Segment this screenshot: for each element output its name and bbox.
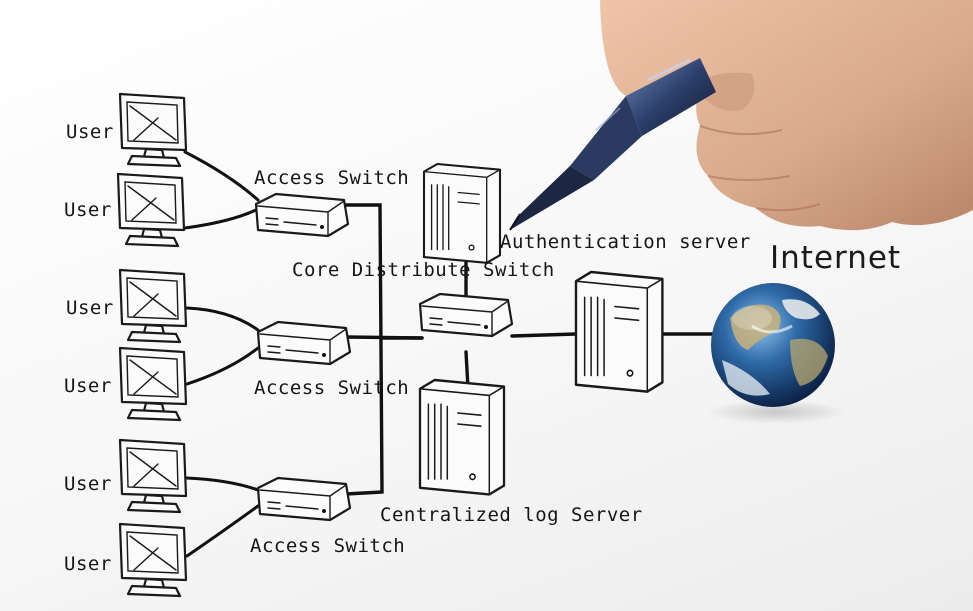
network-switch-icon [256,320,352,366]
server-tower-icon [418,378,506,496]
authentication-server [422,162,502,264]
monitor-icon [118,268,188,344]
label-core-switch: Core Distribute Switch [292,259,555,281]
network-switch-icon [254,192,350,238]
network-switch-icon [256,476,352,522]
monitor-icon [118,438,188,514]
label-auth-server: Authentication server [500,231,751,253]
label-access-switch-1: Access Switch [254,167,409,189]
label-access-switch-3: Access Switch [250,535,405,557]
user-workstations [116,92,188,598]
monitor-icon [118,92,188,168]
label-internet: Internet [770,240,901,276]
label-log-server: Centralized log Server [380,504,643,526]
label-user-5: User [64,473,112,495]
network-switch-icon [418,292,514,338]
access-switch-2 [256,320,352,366]
globe-icon [711,283,835,407]
monitor-icon [118,346,188,422]
pen-hand-icon [509,0,973,231]
firewall-server [574,270,664,393]
access-switch-3 [256,476,352,522]
label-user-6: User [64,553,112,575]
user-6 [118,522,188,598]
label-access-switch-2: Access Switch [254,377,409,399]
server-tower-icon [422,162,502,264]
user-1 [118,92,188,168]
access-switch-1 [254,192,350,238]
server-tower-icon [574,270,664,393]
access-switches [254,192,352,522]
internet-globe [706,283,846,424]
user-5 [118,438,188,514]
monitor-icon [116,172,186,248]
centralized-log-server [418,378,506,496]
diagram-labels: User User User User User User Access Swi… [64,121,901,575]
label-user-4: User [64,375,112,397]
monitor-icon [118,522,188,598]
network-links [183,150,718,558]
label-user-3: User [66,297,114,319]
label-user-2: User [64,199,112,221]
user-4 [118,346,188,422]
user-2 [116,172,186,248]
label-user-1: User [66,121,114,143]
core-distribute-switch [418,292,514,338]
user-3 [118,268,188,344]
